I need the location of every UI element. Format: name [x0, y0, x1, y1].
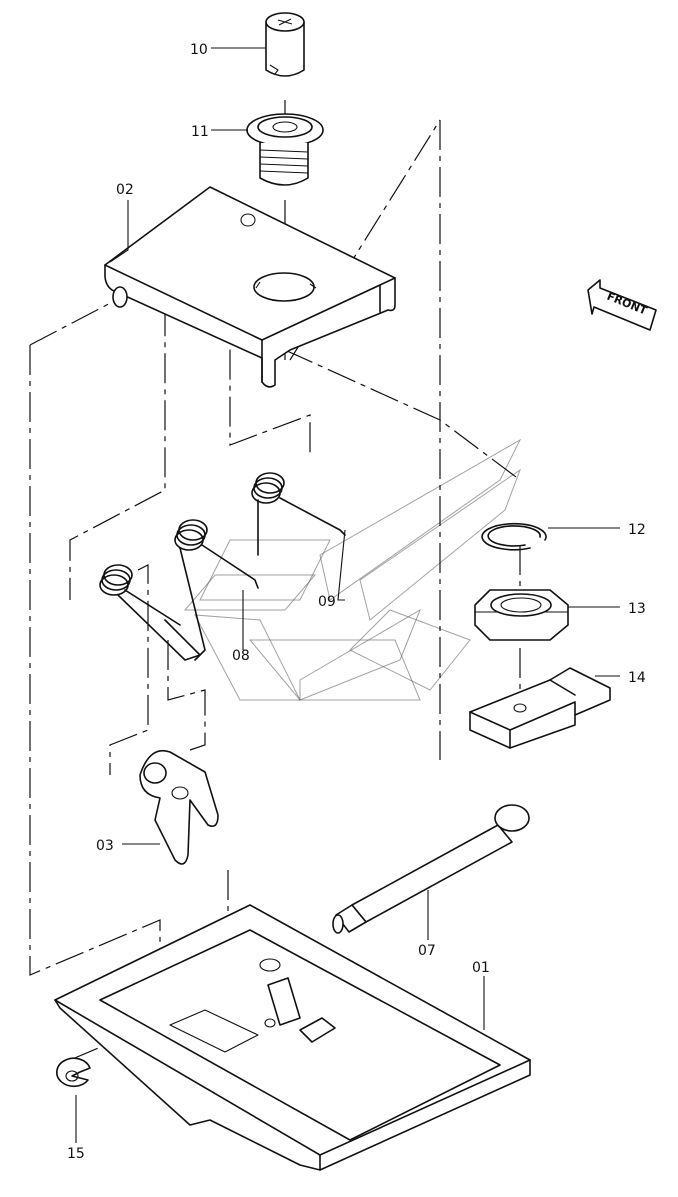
part-07-pin	[332, 804, 530, 934]
part-02-bracket	[104, 186, 396, 388]
label-02: 02	[116, 182, 134, 198]
label-14: 14	[628, 670, 646, 686]
label-11: 11	[191, 124, 209, 140]
part-03-lever	[139, 750, 219, 865]
watermark	[183, 438, 522, 701]
front-arrow-icon: FRONT	[587, 279, 657, 331]
leader-lines	[75, 47, 620, 1143]
part-10-knob	[265, 12, 305, 77]
part-08-spring-left	[99, 564, 201, 661]
label-10: 10	[190, 42, 208, 58]
label-01: 01	[472, 960, 490, 976]
part-09-spring-right	[251, 472, 346, 556]
part-14-plate	[469, 667, 611, 749]
part-15-e-clip	[56, 1057, 91, 1088]
label-15: 15	[67, 1146, 85, 1162]
label-13: 13	[628, 601, 646, 617]
part-08-spring-middle	[174, 519, 259, 661]
part-13-hex-nut	[474, 589, 569, 641]
part-01-base-tray	[54, 904, 531, 1171]
label-03: 03	[96, 838, 114, 854]
part-12-snap-ring	[481, 522, 547, 551]
label-07: 07	[418, 943, 436, 959]
label-08: 08	[232, 648, 250, 664]
label-09: 09	[318, 594, 336, 610]
label-12: 12	[628, 522, 646, 538]
part-11-bushing	[246, 113, 324, 186]
part-labels: 10 11 02 12 13 14 09 08 03 07 01 15	[67, 42, 646, 1162]
